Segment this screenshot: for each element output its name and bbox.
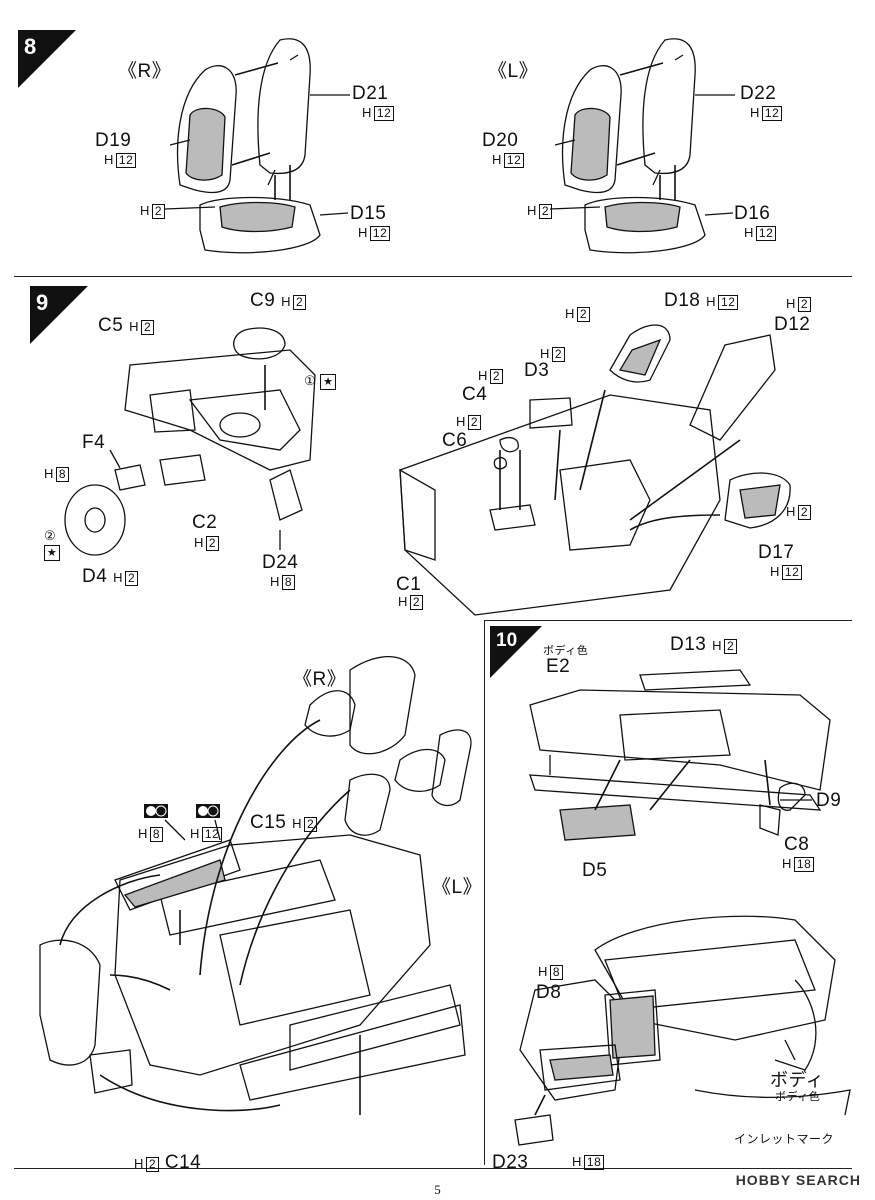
section-divider-step10-left (484, 620, 485, 1165)
part-label-d15: D15 (350, 203, 387, 224)
watermark: HOBBY SEARCH (735, 1172, 861, 1188)
part-label-c4: C4 (462, 384, 488, 405)
front-body-illustration (514, 915, 851, 1146)
rear-bumper-illustration (529, 669, 831, 841)
part-label-e2: E2 (546, 656, 571, 677)
part-label-d16: D16 (734, 203, 771, 224)
part-label-d24: D24 (262, 552, 299, 573)
fill-seat-icon-1 (144, 804, 168, 818)
section-divider-step10-top (484, 620, 852, 621)
part-label-d22: D22 (740, 83, 777, 104)
step-10-badge: 10 (490, 626, 542, 678)
side-label-r-lower: 《R》 (293, 669, 347, 690)
part-label-d5: D5 (582, 860, 608, 881)
part-label-d17: D17 (758, 542, 795, 563)
part-label-d20: D20 (482, 130, 519, 151)
mark-1: ① ★ (304, 373, 337, 390)
side-label-l-lower: 《L》 (432, 877, 483, 898)
part-label-c6: C6 (442, 430, 468, 451)
side-label-l: 《L》 (488, 61, 539, 82)
floor-tub-illustration (399, 324, 791, 616)
part-label-d8: D8 (536, 982, 562, 1003)
star-icon: ★ (320, 374, 337, 390)
page-number: 5 (434, 1182, 441, 1197)
body-color-note: ボディ色 (775, 1090, 821, 1103)
body-label: ボディ (770, 1070, 825, 1091)
part-label-f4: F4 (82, 432, 106, 453)
part-label-c2: C2 (192, 512, 218, 533)
part-label-c1: C1 (396, 574, 422, 595)
step-8-badge: 8 (18, 30, 76, 88)
part-label-d19: D19 (95, 130, 132, 151)
part-label-d21: D21 (352, 83, 389, 104)
mark-2: ②★ (44, 528, 60, 561)
seat-r-illustration (164, 38, 350, 254)
part-label-c8: C8 (784, 834, 810, 855)
page-bottom-line (14, 1168, 852, 1169)
body-color-note-e2: ボディ色 (543, 644, 589, 657)
seat-l-illustration (549, 38, 735, 254)
interior-assembly-illustration (39, 656, 472, 1115)
side-label-r: 《R》 (118, 61, 172, 82)
part-label-d12: D12 (774, 314, 811, 335)
part-label-d9: D9 (816, 790, 842, 811)
part-label-d3: D3 (524, 360, 550, 381)
section-divider-top (14, 276, 852, 277)
fill-seat-icon-2 (196, 804, 220, 818)
part-label-d23: D23 (492, 1152, 529, 1173)
step-9-badge: 9 (30, 286, 88, 344)
dashboard-illustration (64, 327, 316, 556)
star-icon: ★ (44, 545, 60, 561)
inlet-mark-label: インレットマーク (734, 1132, 835, 1146)
